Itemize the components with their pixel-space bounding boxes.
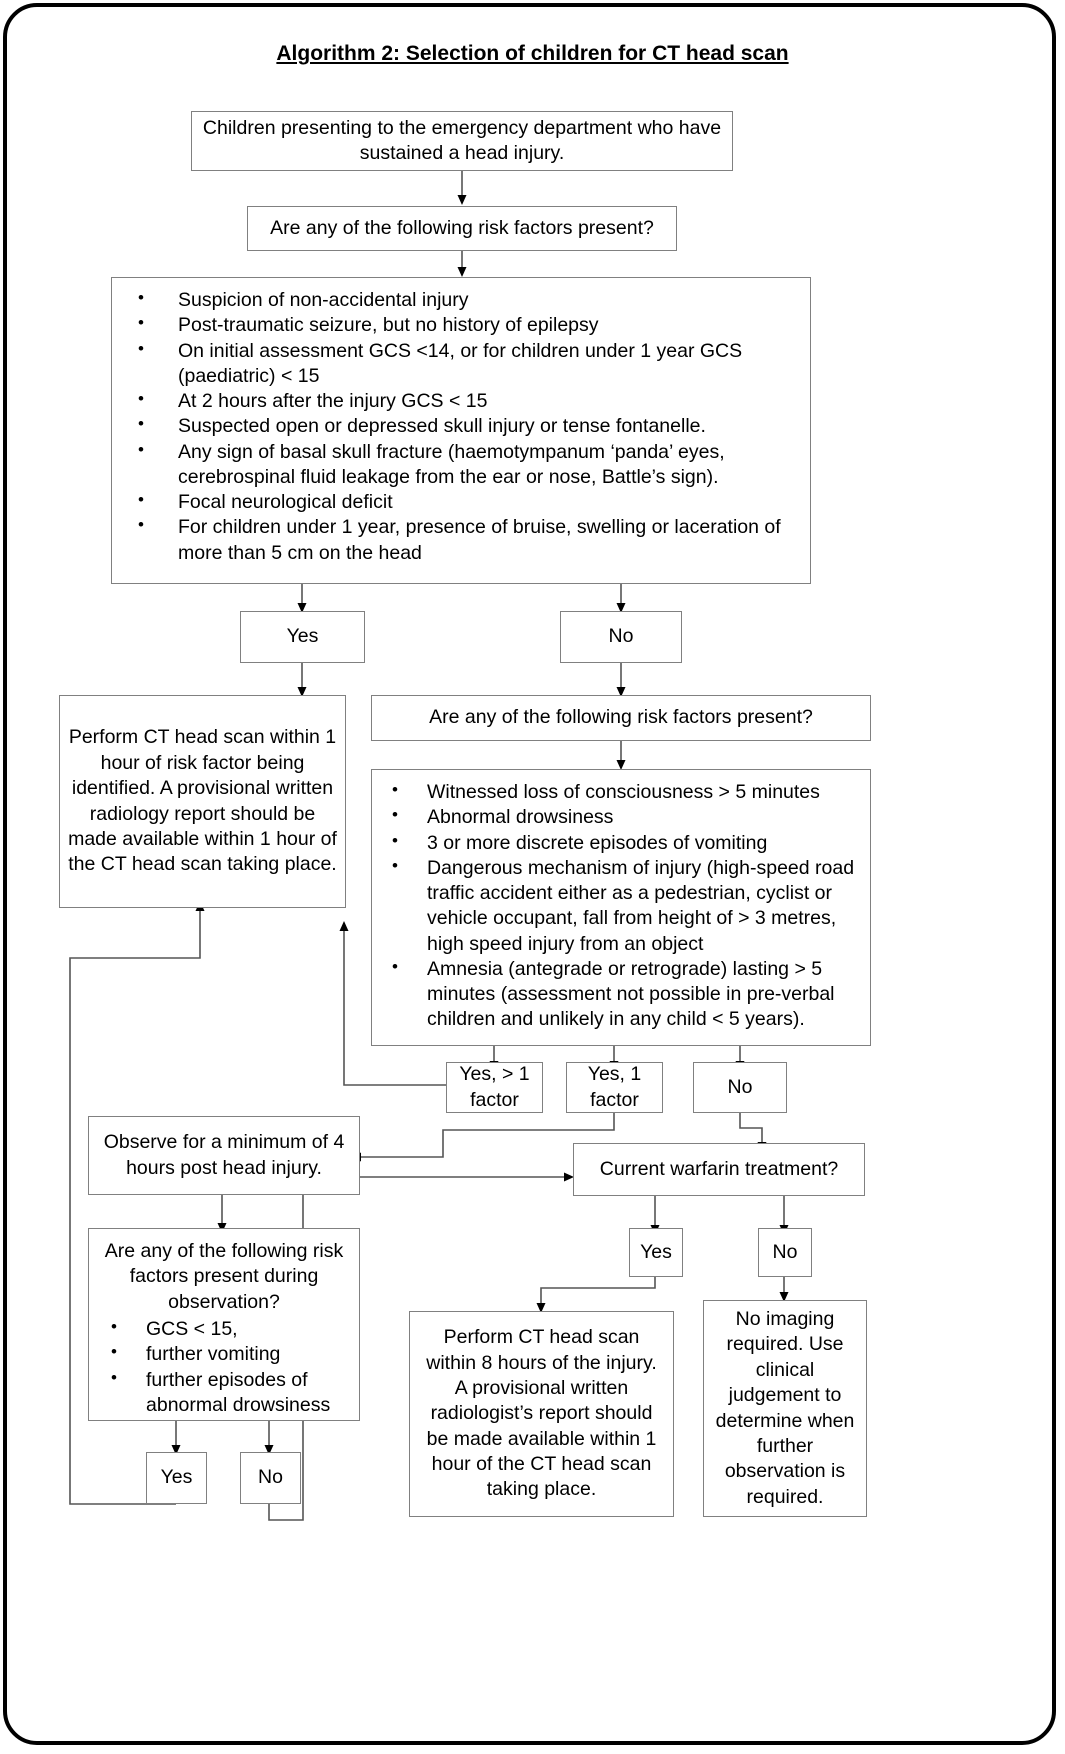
node-yes-1-factor: Yes, 1 factor <box>566 1062 663 1113</box>
node-ct-within-8-hours-text: Perform CT head scan within 8 hours of t… <box>426 1326 657 1501</box>
node-ct-within-1-hour: Perform CT head scan within 1 hour of ri… <box>59 695 346 908</box>
risk-factor-item: Dangerous mechanism of injury (high-spee… <box>380 855 862 957</box>
risk-factor-item: Witnessed loss of consciousness > 5 minu… <box>380 779 862 805</box>
node-decision-2-text: Are any of the following risk factors pr… <box>429 706 813 729</box>
node-yes-branch-1-text: Yes <box>286 625 319 648</box>
risk-factors-1-list: Suspicion of non-accidental injury Post-… <box>120 287 802 566</box>
observation-risk-item: further episodes of abnormal drowsiness <box>99 1367 349 1419</box>
node-risk-factors-1: Suspicion of non-accidental injury Post-… <box>111 277 811 584</box>
node-yes-branch-warfarin: Yes <box>629 1228 683 1277</box>
node-yes-branch-observation-text: Yes <box>160 1466 193 1489</box>
risk-factor-item: 3 or more discrete episodes of vomiting <box>380 829 862 856</box>
node-ct-within-8-hours: Perform CT head scan within 8 hours of t… <box>409 1311 674 1517</box>
node-no-branch-observation: No <box>240 1452 301 1504</box>
node-yes-more-than-1-factor-text: Yes, > 1 factor <box>459 1063 530 1111</box>
node-no-branch-observation-text: No <box>258 1466 283 1489</box>
node-start-text: Children presenting to the emergency dep… <box>202 116 722 164</box>
node-risk-factors-2: Witnessed loss of consciousness > 5 minu… <box>371 769 871 1046</box>
node-ct-within-1-hour-text: Perform CT head scan within 1 hour of ri… <box>68 726 337 876</box>
risk-factor-item: Amnesia (antegrade or retrograde) lastin… <box>380 956 862 1033</box>
node-observation-risk-factors: Are any of the following risk factors pr… <box>88 1228 360 1421</box>
node-observation-risk-factors-question: Are any of the following risk factors pr… <box>104 1240 344 1313</box>
node-decision-1: Are any of the following risk factors pr… <box>247 206 677 251</box>
risk-factor-item: Any sign of basal skull fracture (haemot… <box>120 439 802 491</box>
node-no-branch-warfarin-text: No <box>772 1240 798 1263</box>
node-decision-1-text: Are any of the following risk factors pr… <box>270 216 654 239</box>
node-start: Children presenting to the emergency dep… <box>191 111 733 171</box>
node-no-branch-1: No <box>560 611 682 663</box>
node-no-imaging-required: No imaging required. Use clinical judgem… <box>703 1300 867 1517</box>
node-no-branch-warfarin: No <box>758 1228 812 1277</box>
node-observe-4-hours-text: Observe for a minimum of 4 hours post he… <box>103 1131 345 1179</box>
node-yes-1-factor-text: Yes, 1 factor <box>587 1063 642 1111</box>
page-title: Algorithm 2: Selection of children for C… <box>276 42 789 65</box>
risk-factor-item: Focal neurological deficit <box>120 489 802 515</box>
risk-factor-item: Suspicion of non-accidental injury <box>120 287 802 313</box>
node-no-branch-2-text: No <box>727 1075 753 1098</box>
risk-factor-item: On initial assessment GCS <14, or for ch… <box>120 338 802 390</box>
risk-factor-item: For children under 1 year, presence of b… <box>120 514 802 566</box>
risk-factors-2-list: Witnessed loss of consciousness > 5 minu… <box>380 779 862 1033</box>
observation-risk-item: GCS < 15, <box>99 1316 349 1342</box>
node-yes-more-than-1-factor: Yes, > 1 factor <box>446 1062 543 1113</box>
node-no-branch-2: No <box>693 1062 787 1113</box>
node-yes-branch-warfarin-text: Yes <box>640 1240 672 1263</box>
node-no-branch-1-text: No <box>608 625 634 648</box>
node-warfarin-question: Current warfarin treatment? <box>573 1143 865 1196</box>
observation-risk-factors-list: GCS < 15, further vomiting further episo… <box>99 1316 349 1419</box>
risk-factor-item: Abnormal drowsiness <box>380 804 862 830</box>
node-observe-4-hours: Observe for a minimum of 4 hours post he… <box>88 1116 360 1195</box>
risk-factor-item: Post-traumatic seizure, but no history o… <box>120 312 802 338</box>
risk-factor-item: At 2 hours after the injury GCS < 15 <box>120 388 802 414</box>
node-yes-branch-1: Yes <box>240 611 365 663</box>
risk-factor-item: Suspected open or depressed skull injury… <box>120 413 802 439</box>
observation-risk-item: further vomiting <box>99 1341 349 1367</box>
node-yes-branch-observation: Yes <box>146 1452 207 1504</box>
node-no-imaging-required-text: No imaging required. Use clinical judgem… <box>715 1308 855 1508</box>
node-decision-2: Are any of the following risk factors pr… <box>371 695 871 741</box>
node-warfarin-question-text: Current warfarin treatment? <box>599 1157 839 1180</box>
